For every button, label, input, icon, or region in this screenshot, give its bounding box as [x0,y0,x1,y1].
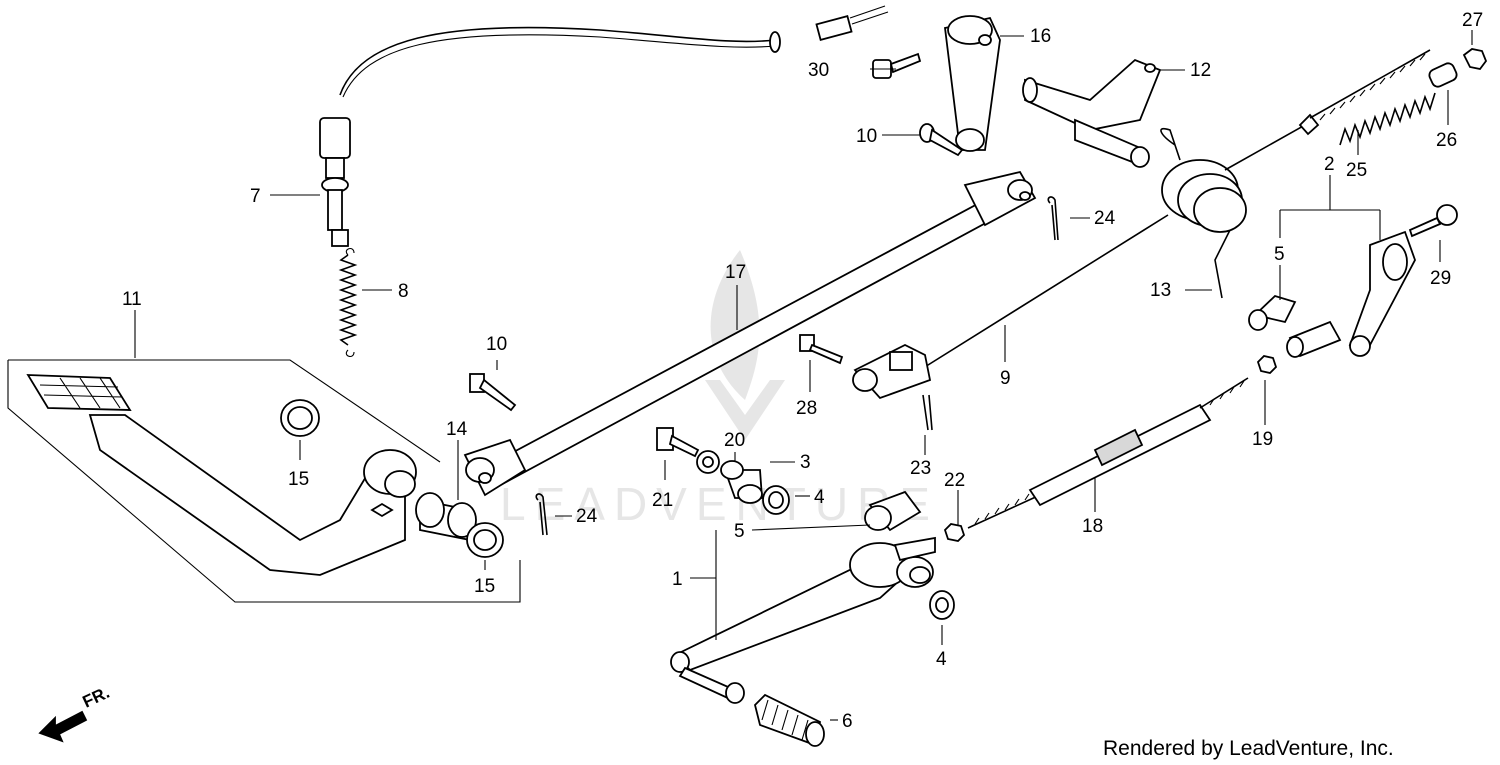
callout-10b: 10 [856,126,877,147]
cotter-pin-24a [1047,196,1059,241]
callout-24b: 24 [576,506,598,527]
nut-22 [943,523,966,542]
callout-13: 13 [1150,280,1171,301]
rod-joint [1428,62,1458,88]
brake-switch-spring [338,247,358,358]
bolt-10b [919,123,964,157]
front-direction-arrow: FR. [38,683,113,743]
rod-joint-5b [864,490,922,532]
callout-14: 14 [446,419,468,440]
callout-30: 30 [808,60,829,81]
pivot-arm [944,15,1001,152]
callout-16: 16 [1030,26,1051,47]
washer-4b [929,590,955,620]
bolt-10a [469,373,517,412]
callout-18: 18 [1082,516,1103,537]
brake-switch-cable [319,5,889,247]
callout-25: 25 [1346,160,1367,181]
callout-21: 21 [652,490,673,511]
collar-3 [720,460,763,504]
callout-5a: 5 [1274,244,1285,265]
pedal-washer-15a [280,399,320,437]
callout-15a: 15 [288,469,309,490]
rod-joint-5a [1248,294,1297,331]
callout-29: 29 [1430,268,1451,289]
bolt-29 [1408,204,1458,238]
return-spring [1160,127,1247,299]
front-direction-label: FR. [80,683,113,712]
callout-27: 27 [1462,10,1483,31]
callout-4b: 4 [936,649,947,670]
callout-23: 23 [910,458,931,479]
callout-17: 17 [725,262,746,283]
brake-pedal [26,374,417,576]
callout-12: 12 [1190,60,1211,81]
footer-credit: Rendered by LeadVenture, Inc. [1103,737,1394,760]
bolt-21 [656,427,700,458]
callout-7: 7 [250,186,261,207]
callout-3: 3 [800,452,811,473]
leader-lines [134,30,1473,721]
callout-6: 6 [842,711,853,732]
brake-arm [1022,58,1162,168]
callout-22: 22 [944,470,965,491]
shift-lever-2 [1286,230,1416,358]
callout-11: 11 [122,289,142,310]
brake-rod [463,170,1037,497]
adjusting-rod-18 [967,377,1249,529]
callout-24a: 24 [1094,208,1116,229]
brake-pedal-group-outline [7,359,521,603]
callout-9: 9 [1000,368,1011,389]
callout-10a: 10 [486,334,507,355]
adjusting-nut-27 [1462,48,1488,70]
callout-28: 28 [796,398,817,419]
rod-spring [1339,92,1436,146]
pedal-washer-15b [466,522,504,558]
pedal-collar-14 [415,492,477,542]
callout-1: 1 [672,569,683,590]
callout-19: 19 [1252,429,1273,450]
callouts: 7 8 11 15 14 15 10 24 17 16 30 10 12 13 … [122,10,1483,732]
shift-pedal-rubber [754,693,825,747]
bolt-30 [872,52,922,79]
bolt-28 [799,334,844,365]
callout-4a: 4 [814,487,825,508]
gearshift-pedal [670,536,936,704]
callout-8: 8 [398,281,409,302]
stop-switch-rod [1224,49,1431,171]
callout-15b: 15 [474,576,495,597]
callout-20: 20 [724,430,745,451]
nut-19 [1256,355,1278,374]
washer-20 [696,450,720,474]
callout-5b: 5 [734,521,745,542]
callout-2: 2 [1324,154,1335,175]
callout-26: 26 [1436,130,1457,151]
watermark-text: LEADVENTURE [500,478,939,530]
cotter-pin-24b [535,493,548,536]
washer-4a [762,485,790,515]
brake-rod-9 [852,214,1169,400]
cotter-pin-23 [922,394,933,431]
